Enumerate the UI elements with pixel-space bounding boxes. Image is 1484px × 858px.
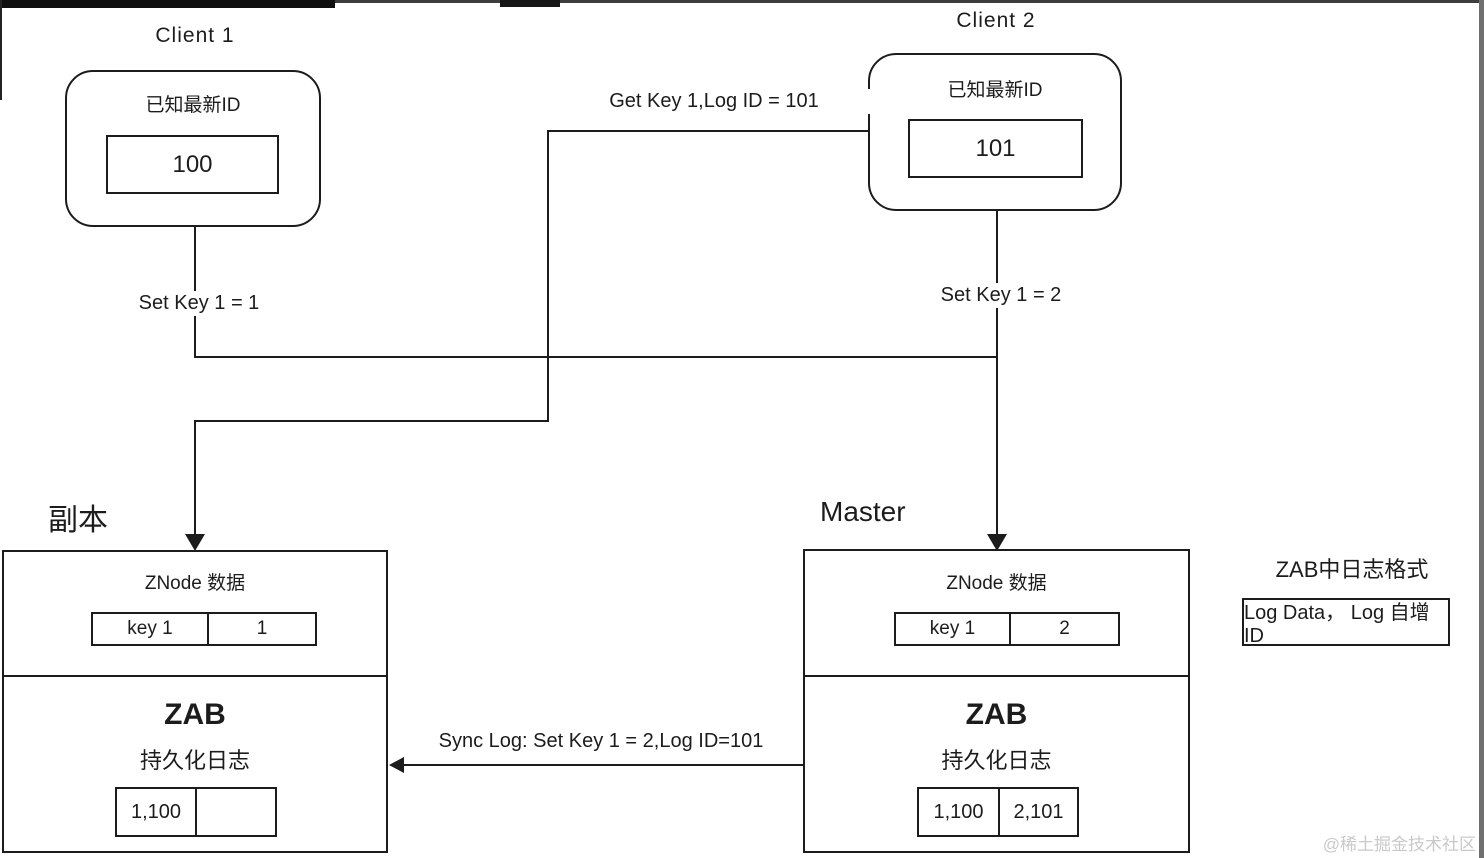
client2-id-value-box: 101 bbox=[908, 119, 1083, 178]
master-log-entry-1: 1,100 bbox=[933, 800, 984, 823]
replica-znode-key-cell: key 1 bbox=[127, 618, 173, 639]
client2-id-label: 已知最新ID bbox=[947, 80, 1043, 101]
master-znode-title: ZNode 数据 bbox=[946, 573, 1047, 594]
top-edge-bar-mid-segment bbox=[500, 0, 560, 7]
set-key2-vertical-line bbox=[996, 211, 998, 534]
replica-znode-title: ZNode 数据 bbox=[144, 573, 246, 594]
master-znode-value-cell: 2 bbox=[1009, 614, 1118, 644]
client1-title: Client 1 bbox=[155, 24, 235, 47]
replica-znode-value-cell: 1 bbox=[207, 614, 315, 644]
client1-node: 已知最新ID 100 bbox=[65, 70, 321, 227]
master-zab-title: ZAB bbox=[965, 698, 1028, 731]
get-key-vertical-line bbox=[547, 130, 549, 422]
get-key-horizontal-line-bottom bbox=[194, 420, 549, 422]
top-edge-bar bbox=[0, 0, 1484, 3]
replica-zab-title: ZAB bbox=[164, 698, 226, 731]
legend-format-box: Log Data， Log 自增ID bbox=[1242, 598, 1450, 647]
replica-node: ZNode 数据 key 1 1 ZAB 持久化日志 1,100 bbox=[2, 550, 388, 853]
master-zab-subtitle: 持久化日志 bbox=[941, 748, 1052, 773]
master-log-entry-2: 2,101 bbox=[998, 789, 1077, 835]
client2-node: 已知最新ID 101 bbox=[868, 53, 1122, 211]
master-znode-table: key 1 2 bbox=[894, 612, 1120, 646]
client1-id-label: 已知最新ID bbox=[145, 95, 241, 116]
get-key-label: Get Key 1,Log ID = 101 bbox=[555, 89, 873, 114]
client1-id-value-box: 100 bbox=[106, 135, 279, 194]
set-key2-label: Set Key 1 = 2 bbox=[897, 283, 1105, 308]
client2-title: Client 2 bbox=[956, 9, 1036, 32]
set-key1-horizontal-line bbox=[194, 356, 998, 358]
watermark: @稀土掘金技术社区 bbox=[1322, 835, 1476, 854]
top-edge-bar-left-segment bbox=[0, 0, 335, 8]
replica-zab-subtitle: 持久化日志 bbox=[139, 748, 250, 773]
replica-role-label: 副本 bbox=[48, 504, 108, 537]
set-key1-label: Set Key 1 = 1 bbox=[95, 291, 303, 316]
sync-log-label: Sync Log: Set Key 1 = 2,Log ID=101 bbox=[397, 729, 805, 754]
master-node: ZNode 数据 key 1 2 ZAB 持久化日志 1,100 2,101 bbox=[803, 549, 1190, 853]
get-key-vertical-line-left bbox=[194, 420, 196, 534]
get-key-horizontal-line-top bbox=[548, 130, 868, 132]
arrow-into-replica-sync-icon bbox=[389, 757, 404, 773]
legend-title: ZAB中日志格式 bbox=[1275, 557, 1429, 582]
sync-log-line bbox=[404, 764, 804, 766]
replica-log-entry-2 bbox=[195, 789, 275, 835]
replica-log-entry-1: 1,100 bbox=[130, 800, 182, 823]
arrow-into-master-icon bbox=[987, 534, 1007, 551]
replica-znode-table: key 1 1 bbox=[91, 612, 317, 646]
master-log-table: 1,100 2,101 bbox=[917, 787, 1079, 837]
replica-log-table: 1,100 bbox=[115, 787, 277, 837]
master-section-divider bbox=[805, 675, 1188, 677]
arrow-into-replica-icon bbox=[185, 534, 205, 551]
master-znode-key-cell: key 1 bbox=[929, 618, 976, 639]
right-edge-strip bbox=[1479, 0, 1484, 858]
left-edge-line bbox=[0, 0, 2, 100]
master-role-label: Master bbox=[820, 496, 906, 527]
replica-section-divider bbox=[4, 675, 386, 677]
